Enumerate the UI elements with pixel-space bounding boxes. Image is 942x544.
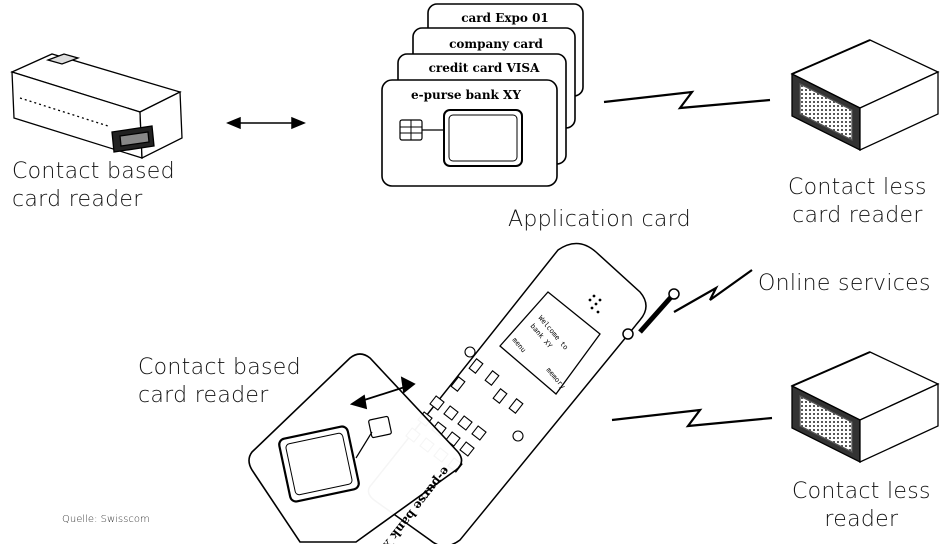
label-application-card: Application card	[508, 207, 691, 232]
inserted-card	[248, 353, 463, 543]
bidirectional-arrow-bottom	[349, 376, 416, 410]
wireless-link-icon-top	[603, 90, 771, 110]
bidirectional-arrow-top	[226, 116, 306, 130]
label-contactless-reader-bottom: Contact less reader	[792, 479, 931, 532]
contactless-reader-device-top	[790, 39, 940, 152]
card-label-visa: credit card VISA	[429, 61, 540, 75]
contactless-reader-device-bottom	[790, 351, 940, 464]
label-contact-reader-top: Contact based card reader	[12, 159, 175, 212]
label-online-services: Online services	[758, 271, 931, 296]
label-contact-reader-bottom: Contact based card reader	[138, 355, 301, 408]
online-services-link-icon	[673, 269, 753, 313]
wireless-link-icon-bottom	[611, 408, 773, 428]
contact-card-reader-device-top	[10, 53, 183, 160]
card-label-company: company card	[449, 37, 543, 51]
card-label-expo: card Expo 01	[461, 11, 549, 25]
card-label-epurse: e-purse bank XY	[411, 88, 521, 102]
application-card-stack	[381, 3, 584, 187]
label-contactless-reader-top: Contact less card reader	[788, 175, 927, 228]
source-credit: Quelle: Swisscom	[62, 514, 150, 525]
